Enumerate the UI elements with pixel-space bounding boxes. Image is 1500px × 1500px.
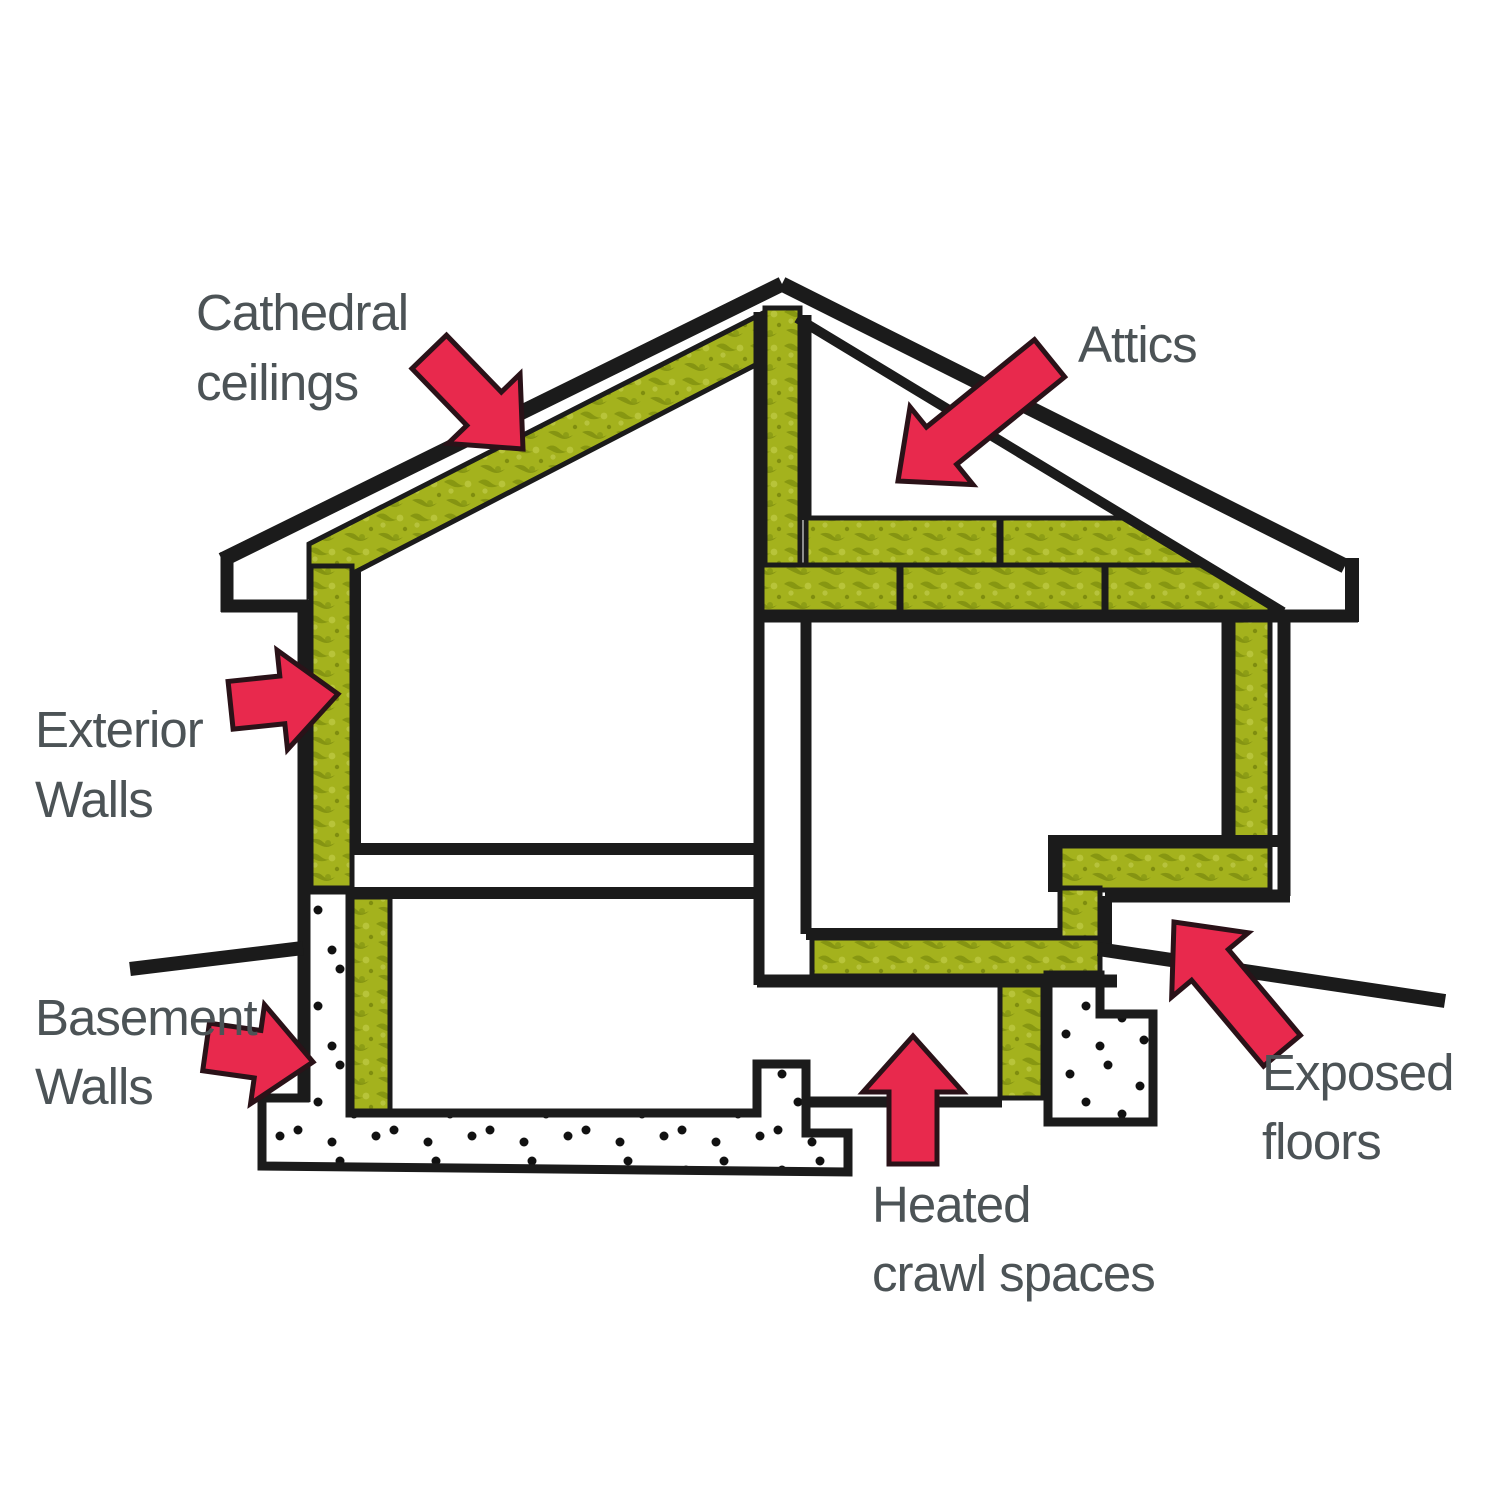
exterior-wall-insulation-left [308, 563, 355, 895]
attic-insulation-lower-batts [759, 562, 1273, 615]
attics-arrow [895, 336, 1069, 488]
rafter-right [794, 313, 1286, 617]
label-cathedral-ceilings-line1: Cathedral [196, 284, 408, 341]
label-basement-walls-line1: Basement [35, 989, 257, 1046]
crawl-space-footing-concrete [1043, 970, 1158, 1127]
label-heated-crawl-spaces-line2: crawl spaces [872, 1245, 1155, 1302]
label-exposed-floors-line2: floors [1262, 1113, 1381, 1170]
basement-walls-arrow [199, 998, 317, 1109]
label-exterior-walls-line2: Walls [35, 771, 153, 828]
label-heated-crawl-spaces-line1: Heated [872, 1176, 1030, 1233]
roof-right-slope [778, 277, 1349, 573]
crawl-space-floor-insulation [809, 935, 1103, 979]
exterior-walls-arrow [225, 644, 342, 756]
floor-step-insulation [1057, 885, 1103, 941]
exposed-floor-insulation [1057, 843, 1273, 893]
label-exposed-floors-line1: Exposed [1262, 1044, 1453, 1101]
heated-crawl-spaces-arrow [857, 1032, 969, 1167]
label-attics: Attics [1078, 316, 1197, 373]
exterior-wall-insulation-right [1230, 617, 1273, 851]
grade-line-left [129, 941, 304, 976]
grade-line-right [1096, 942, 1447, 1008]
label-cathedral-ceilings-line2: ceilings [196, 354, 358, 411]
crawl-space-wall-insulation [997, 973, 1046, 1101]
exposed-floors-arrow [1169, 919, 1304, 1070]
cathedral-ceiling-insulation [306, 307, 768, 601]
label-exterior-walls-line1: Exterior [35, 701, 204, 758]
label-basement-walls-line2: Walls [35, 1058, 153, 1115]
cathedral-ceilings-arrow [408, 331, 526, 452]
